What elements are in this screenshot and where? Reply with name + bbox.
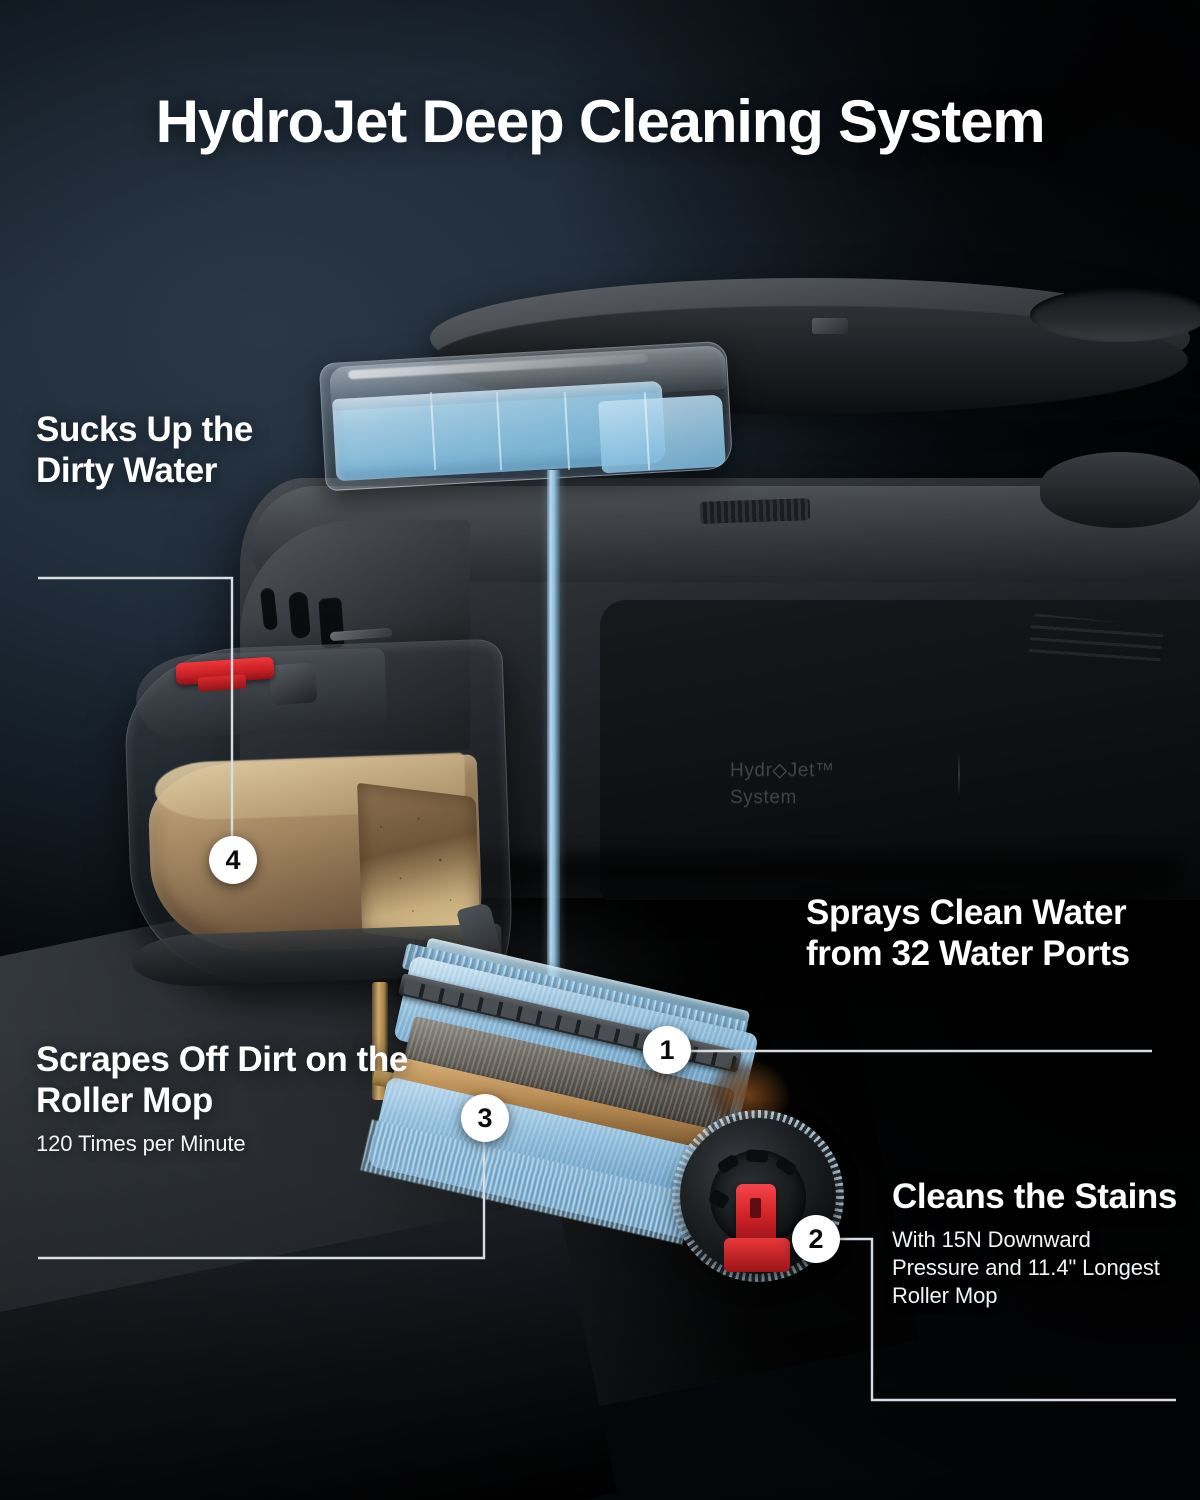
callout-heading: Cleans the Stains — [892, 1177, 1177, 1216]
emboss-hydro-text: Hydr — [730, 760, 773, 781]
callout-badge-2: 2 — [792, 1215, 840, 1263]
water-feed-pipe — [547, 470, 560, 1000]
callout-badge-3: 3 — [461, 1094, 509, 1142]
callout-sprays-clean-water: Sprays Clean Water from 32 Water Ports — [806, 893, 1176, 975]
hydrojet-system-emboss: Hydr◇Jet™ System — [730, 758, 960, 812]
callout-heading: Scrapes Off Dirt on the Roller Mop — [36, 1040, 408, 1120]
robot-lid-logo — [812, 318, 848, 334]
callout-scrapes-off-dirt: Scrapes Off Dirt on the Roller Mop 120 T… — [36, 1040, 436, 1158]
callout-subtext: With 15N Downward Pressure and 11.4" Lon… — [892, 1226, 1160, 1309]
robot-sensor-vent — [288, 591, 311, 639]
emboss-line-2: System — [730, 786, 797, 808]
roller-clip-notch — [750, 1198, 761, 1218]
dirty-tank-intake — [268, 662, 318, 706]
roller-mop-assembly — [360, 937, 844, 1320]
callout-cleans-the-stains: Cleans the Stains With 15N Downward Pres… — [892, 1177, 1182, 1310]
robot-air-grill — [699, 498, 811, 524]
robot-lidar-turret — [1040, 452, 1200, 528]
robot-sensor-vent — [318, 597, 345, 649]
callout-badge-1: 1 — [643, 1026, 691, 1074]
callout-badge-4: 4 — [209, 836, 257, 884]
roller-clip-handle — [724, 1238, 790, 1272]
callout-subtext: 120 Times per Minute — [36, 1130, 246, 1156]
callout-heading: Sprays Clean Water from 32 Water Ports — [806, 893, 1130, 973]
emboss-jet-text: Jet™ — [787, 760, 835, 781]
callout-heading: Sucks Up the Dirty Water — [36, 410, 253, 490]
roller-hub-slot — [745, 1149, 769, 1163]
robot-lid-recess — [1030, 288, 1200, 342]
emboss-line-1: Hydr◇Jet™ — [730, 758, 960, 785]
emboss-divider — [958, 752, 960, 796]
hydrojet-diamond-icon: ◇ — [772, 760, 788, 781]
page-title: HydroJet Deep Cleaning System — [155, 88, 1046, 155]
callout-sucks-up-dirty-water: Sucks Up the Dirty Water — [36, 410, 316, 492]
clean-water-fill-rear — [598, 394, 726, 474]
